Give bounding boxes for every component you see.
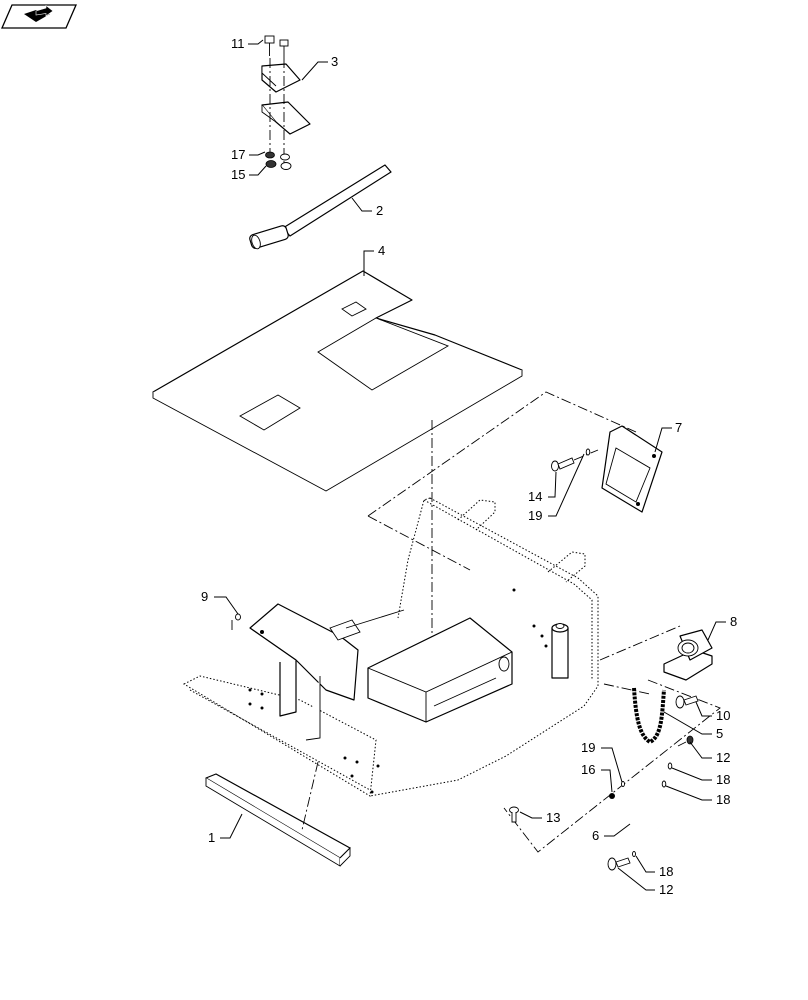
bracket-plate-top [261, 63, 301, 93]
cylinder [551, 623, 569, 679]
callout-12-mid: 12 [716, 750, 730, 765]
lock-washer [265, 151, 275, 159]
callout-19-bottom: 19 [581, 740, 595, 755]
bracket-plate-bottom [261, 101, 311, 135]
callout-12-bottom: 12 [659, 882, 673, 897]
callout-2: 2 [376, 203, 383, 218]
bolt-head [264, 35, 275, 44]
nav-badge[interactable] [1, 4, 77, 29]
rod [249, 164, 392, 250]
callout-17: 17 [231, 147, 245, 162]
bracket-stack [261, 35, 311, 170]
mirror-bracket [601, 425, 663, 513]
callout-6: 6 [592, 828, 599, 843]
callout-8: 8 [730, 614, 737, 629]
leader-lines [214, 39, 726, 891]
callout-4: 4 [378, 243, 385, 258]
callout-11: 11 [231, 36, 245, 51]
pedestal [249, 603, 405, 741]
front-trim [205, 773, 351, 867]
mat-cutout-large [317, 317, 450, 391]
callout-16: 16 [581, 762, 595, 777]
chain [632, 687, 666, 745]
arrow-book-icon [24, 4, 54, 22]
console-box [367, 617, 513, 723]
callout-3: 3 [331, 54, 338, 69]
callout-5: 5 [716, 726, 723, 741]
callout-7: 7 [675, 420, 682, 435]
floor-mat [152, 270, 523, 492]
bolt-14 [551, 448, 599, 472]
cab-frame [182, 497, 599, 797]
callout-14: 14 [528, 489, 542, 504]
callout-labels: 11 3 17 15 2 4 7 14 19 9 8 10 5 12 18 18… [201, 36, 737, 897]
callout-10: 10 [716, 708, 730, 723]
mat-cutout-pedal [239, 394, 301, 431]
callout-9: 9 [201, 589, 208, 604]
callout-18-a: 18 [716, 772, 730, 787]
bolt-head [279, 39, 289, 47]
small-hardware [509, 735, 694, 871]
callout-18-c: 18 [659, 864, 673, 879]
u-bolt [627, 785, 665, 836]
callout-19-top: 19 [528, 508, 542, 523]
nut [265, 160, 277, 168]
seat-mount [663, 629, 713, 681]
mat-cutout-small [341, 301, 367, 317]
callout-18-b: 18 [716, 792, 730, 807]
callout-15: 15 [231, 167, 245, 182]
callout-1: 1 [208, 830, 215, 845]
callout-13: 13 [546, 810, 560, 825]
bolt-10 [675, 695, 699, 709]
